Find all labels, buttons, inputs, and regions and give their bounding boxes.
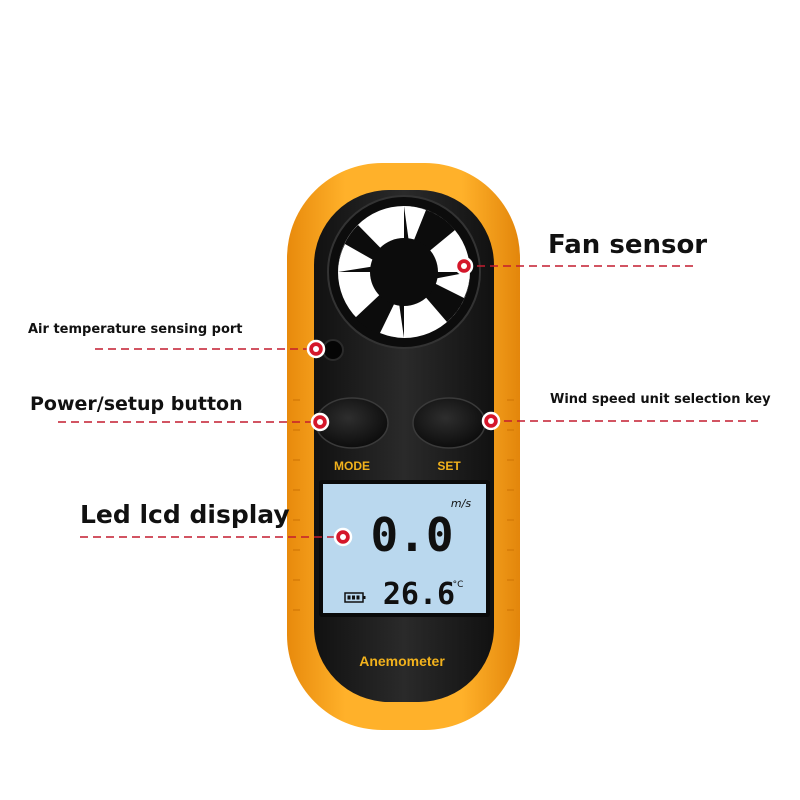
device-name: Anemometer [359, 653, 445, 669]
set-button[interactable] [412, 397, 486, 449]
label-led-display: Led lcd display [80, 500, 290, 529]
marker-power [310, 412, 330, 432]
speed-reading: 0.0 [370, 508, 453, 562]
label-wind-unit-key: Wind speed unit selection key [550, 392, 771, 407]
marker-wind [481, 411, 501, 431]
air-temp-port [322, 339, 344, 361]
label-power-button: Power/setup button [30, 393, 243, 415]
temp-unit: °C [453, 580, 464, 590]
mode-label: MODE [334, 459, 370, 473]
marker-air [306, 339, 326, 359]
marker-led [333, 527, 353, 547]
battery-icon [344, 592, 366, 603]
marker-fan [454, 256, 474, 276]
speed-unit: m/s [451, 497, 471, 510]
label-fan-sensor: Fan sensor [548, 230, 708, 260]
fan-sensor [327, 195, 481, 349]
housing-grip-ridges [293, 399, 514, 611]
set-label: SET [437, 459, 461, 473]
label-air-temp-port: Air temperature sensing port [28, 322, 243, 337]
lcd-screen [323, 484, 486, 613]
leader-lines [58, 265, 758, 538]
callout-markers [306, 256, 501, 547]
temp-reading: 26.6 [383, 577, 455, 612]
